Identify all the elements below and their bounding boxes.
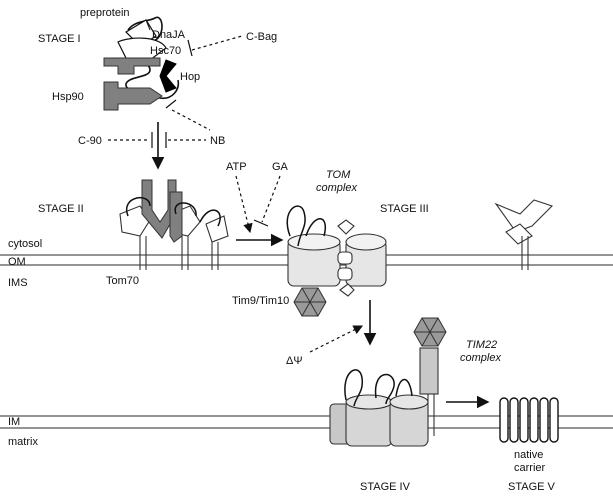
om-label: OM	[8, 256, 26, 268]
tim22-hexagon	[413, 317, 447, 347]
native-carrier-label-line2: carrier	[514, 462, 546, 474]
atp-arrow	[235, 175, 253, 234]
cbag-label: C-Bag	[246, 31, 277, 43]
hop-label: Hop	[180, 71, 200, 83]
im-label: IM	[8, 416, 20, 428]
membrane-potential-label: ΔΨ	[286, 355, 303, 367]
stage1-label: STAGE I	[38, 33, 81, 45]
hop-cochaperone	[159, 59, 177, 93]
dnaja-label: DnaJA	[152, 29, 186, 41]
tim22-label-line1: TIM22	[466, 339, 497, 351]
hsp90-dimer	[103, 57, 163, 111]
tom70-free	[494, 199, 554, 270]
preprotein-loops-stage2	[125, 197, 221, 227]
cytosol-label: cytosol	[8, 238, 42, 250]
c90-label: C-90	[78, 135, 102, 147]
membrane-potential-arrow	[309, 325, 364, 353]
preprotein-label: preprotein	[80, 7, 130, 19]
preprotein-loops-stage3	[286, 205, 326, 247]
hsp90-label: Hsp90	[52, 91, 84, 103]
preprotein-loops-stage4	[344, 369, 413, 407]
matrix-label: matrix	[8, 436, 38, 448]
stage5-label: STAGE V	[508, 481, 556, 493]
hsc70-label: Hsc70	[150, 45, 181, 57]
tom70-label: Tom70	[106, 275, 139, 287]
tom-complex	[287, 219, 387, 297]
native-carrier-label-line1: native	[514, 449, 543, 461]
c90-nb-inhibition	[108, 132, 206, 148]
native-carrier	[499, 397, 559, 443]
tom-complex-label-line2: complex	[316, 182, 357, 194]
tim22-label-line2: complex	[460, 352, 501, 364]
tom-complex-label-line1: TOM	[326, 169, 351, 181]
nb-label: NB	[210, 135, 225, 147]
tim9-tim10-label: Tim9/Tim10	[232, 295, 289, 307]
hsp90-inhibition	[165, 99, 211, 131]
tim9-tim10-hexagon	[293, 287, 327, 317]
ga-inhibition	[253, 175, 281, 227]
cbag-inhibition	[187, 35, 243, 57]
atp-label: ATP	[226, 161, 247, 173]
hsp90-docked-tom70	[141, 179, 183, 243]
stage3-label: STAGE III	[380, 203, 429, 215]
stage2-label: STAGE II	[38, 203, 84, 215]
stage4-label: STAGE IV	[360, 481, 411, 493]
ga-label: GA	[272, 161, 289, 173]
ims-label: IMS	[8, 277, 28, 289]
